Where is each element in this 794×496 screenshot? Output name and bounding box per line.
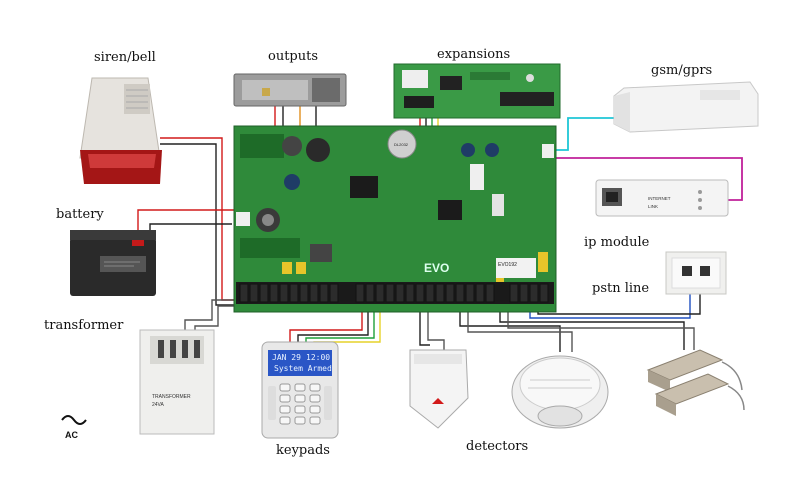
label-outputs: outputs — [268, 49, 318, 64]
pstn-socket-device — [666, 252, 726, 294]
expansions-board — [394, 64, 560, 118]
label-keypads: keypads — [276, 443, 330, 458]
ac-label: AC — [65, 430, 78, 440]
battery-device — [70, 230, 156, 296]
ip-port1-text: INTERNET — [648, 196, 671, 201]
keypad-line2: System Armed — [274, 364, 332, 373]
ac-symbol: AC — [62, 416, 86, 440]
siren-device — [80, 78, 162, 184]
label-detectors: detectors — [466, 439, 528, 454]
label-ip: ip module — [584, 235, 649, 250]
gsm-device — [614, 82, 758, 132]
label-battery: battery — [56, 207, 104, 222]
label-gsm: gsm/gprs — [651, 63, 712, 78]
board-chip: DL2032 — [394, 142, 409, 147]
transformer-device: TRANSFORMER 24VA — [140, 330, 214, 434]
label-siren: siren/bell — [94, 50, 156, 65]
keypad-line1-right: 12:00 — [306, 353, 330, 362]
ac-wave-icon — [62, 416, 86, 424]
transformer-text2: 24VA — [152, 402, 165, 408]
wire-siren-red — [160, 138, 238, 300]
main-board: EVO EVO192 DL2032 — [234, 126, 556, 312]
label-pstn: pstn line — [592, 281, 649, 296]
ip-port2-text: LINK — [648, 204, 658, 209]
wire-battery-black — [150, 224, 232, 246]
motion-detector-device — [410, 350, 468, 428]
label-transformer: transformer — [44, 318, 123, 333]
transformer-text1: TRANSFORMER — [152, 394, 191, 400]
outputs-device — [234, 74, 346, 106]
board-model: EVO192 — [498, 262, 517, 268]
label-expansions: expansions — [437, 47, 510, 62]
board-brand: EVO — [424, 261, 449, 275]
keypad-line1-left: JAN 29 — [272, 353, 301, 362]
door-contact-device — [648, 350, 744, 416]
ip-module-device: INTERNET LINK — [596, 180, 728, 216]
smoke-detector-device — [512, 356, 608, 428]
keypad-device: JAN 29 12:00 System Armed — [262, 342, 338, 438]
